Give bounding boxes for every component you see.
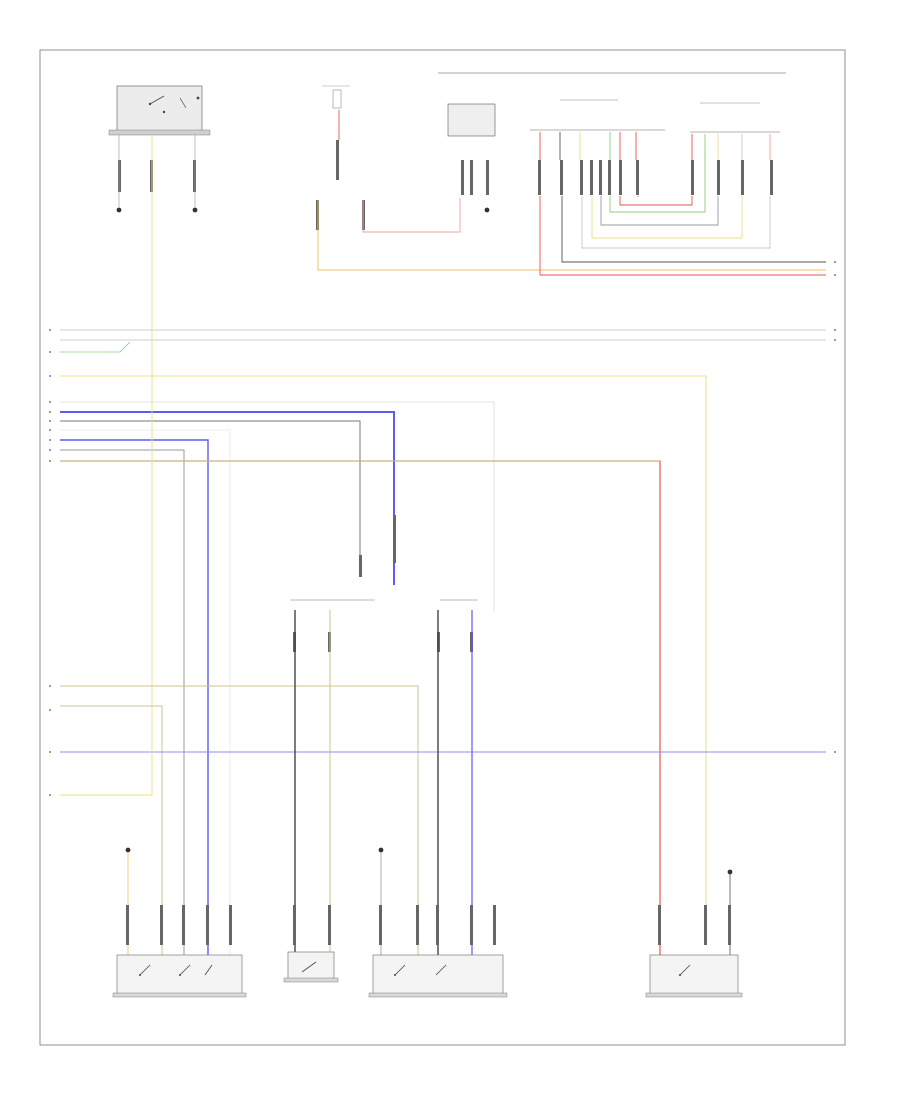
middle-splice-connectors xyxy=(290,515,478,652)
right-bus-markers xyxy=(834,261,836,753)
middle-wires xyxy=(294,610,473,955)
front-door-switch-component xyxy=(108,85,211,136)
top-wires xyxy=(317,110,826,276)
top-right-connector-pins xyxy=(538,160,773,195)
front-switch-connectors xyxy=(116,160,198,213)
diagram-frame xyxy=(39,49,846,1046)
ground-leads xyxy=(127,852,731,955)
control-module-box xyxy=(447,103,496,213)
right-door-lock-actuator xyxy=(368,954,508,998)
left-bus-markers xyxy=(49,329,51,796)
data-link-connector xyxy=(530,99,780,133)
bottom-connector-pins xyxy=(126,905,731,945)
horizontal-bus-wires xyxy=(60,135,826,955)
center-switch-actuator xyxy=(283,951,339,983)
rear-lock-actuator xyxy=(645,954,743,998)
ground-symbols xyxy=(125,847,733,875)
left-door-lock-actuator xyxy=(112,954,247,998)
fuse-block xyxy=(316,85,365,230)
